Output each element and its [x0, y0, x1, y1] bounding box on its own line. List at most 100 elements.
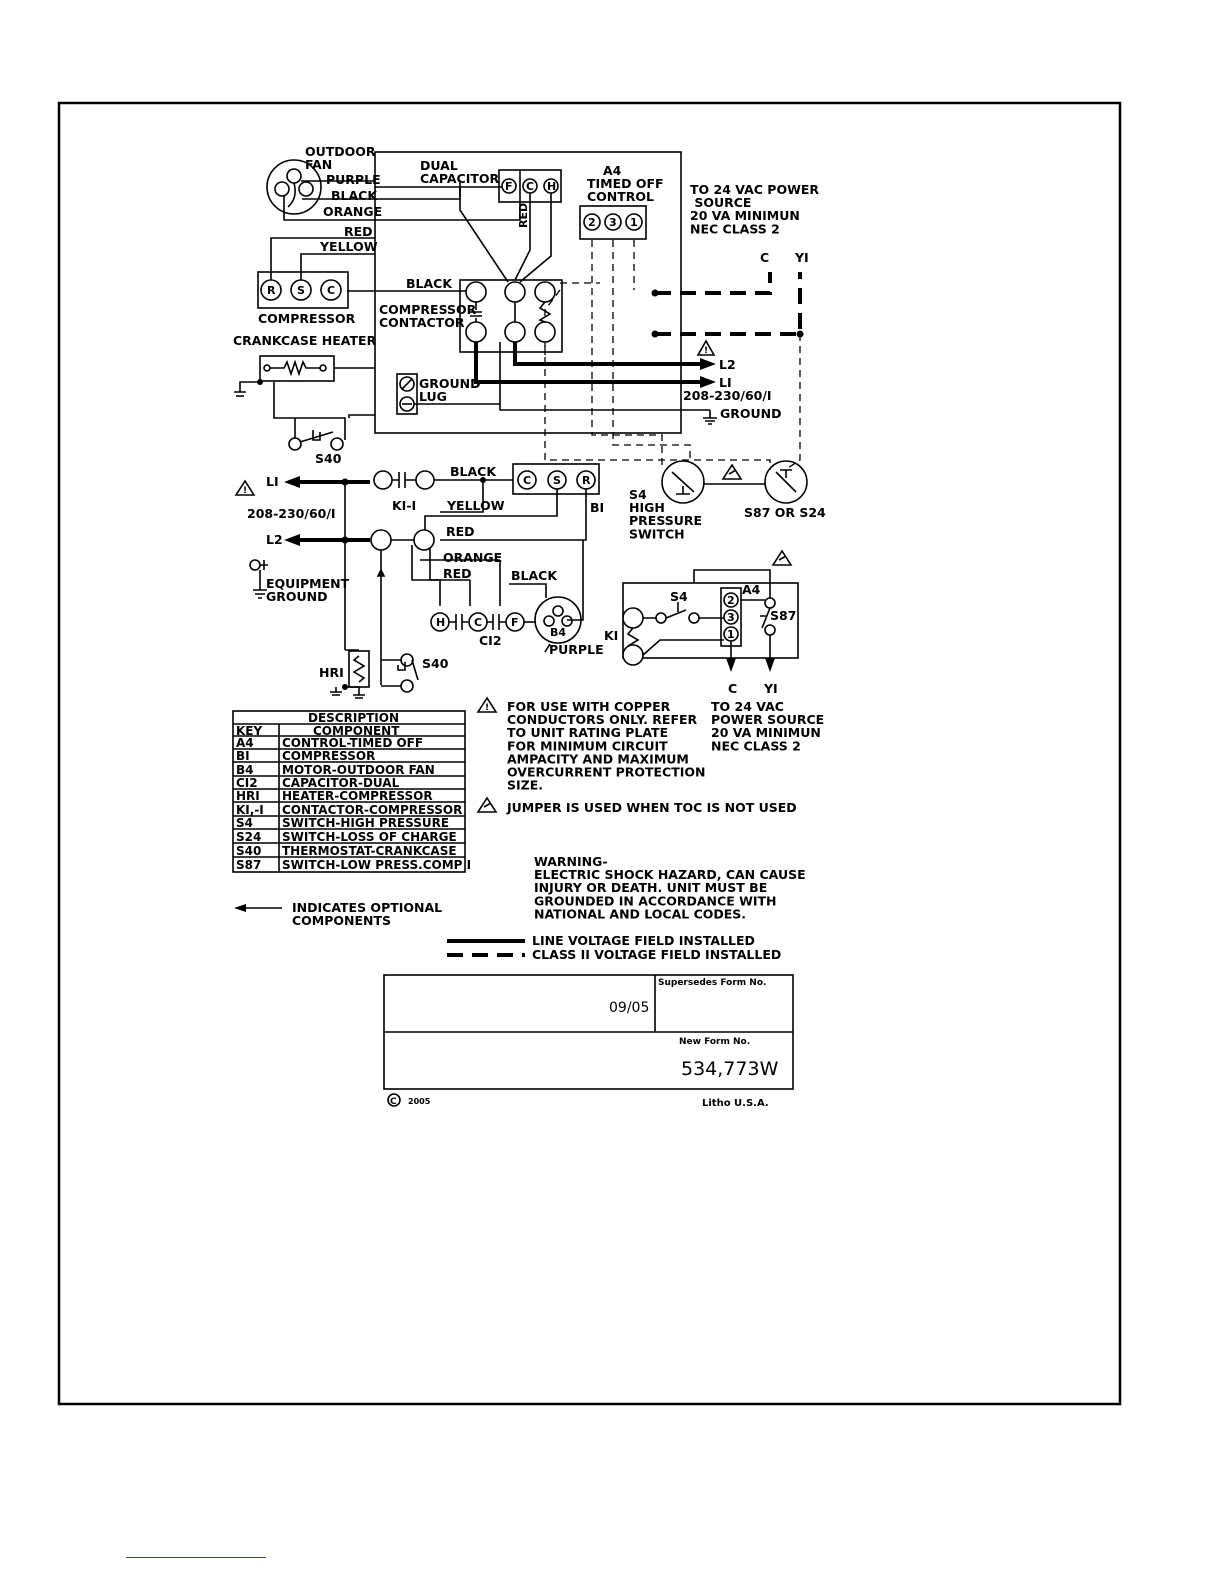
s87-bottom-label: S87	[770, 608, 796, 623]
c12-terminal-f: F	[511, 616, 519, 629]
k1-1-label: KI-I	[392, 498, 416, 513]
wire-red-vertical-label: RED	[517, 203, 530, 228]
b4-fan-motor	[534, 596, 582, 644]
class2-legend-label: CLASS II VOLTAGE FIELD INSTALLED	[532, 947, 781, 962]
new-form-label: New Form No.	[679, 1037, 750, 1047]
ground-lug-box	[396, 373, 418, 415]
purple-label: PURPLE	[549, 642, 604, 657]
s40-mid-label: S40	[422, 656, 449, 671]
class2-wire-c	[655, 272, 772, 295]
a4b-terminal-1: 1	[727, 628, 735, 641]
compressor-b1-box	[512, 463, 600, 495]
legend-component: THERMOSTAT-CRANKCASE	[282, 844, 457, 858]
a4-terminal-2: 2	[588, 216, 596, 229]
b1-terminal-s: S	[553, 474, 561, 487]
compressor-terminal-r: R	[267, 284, 276, 297]
compressor-label: COMPRESSOR	[258, 311, 356, 326]
compressor-box	[257, 271, 349, 309]
legend-component: SWITCH-LOW PRESS.COMP I	[282, 858, 471, 872]
compressor-contactor-box	[459, 279, 563, 353]
form-box	[383, 974, 794, 1090]
line-voltage-legend-label: LINE VOLTAGE FIELD INSTALLED	[532, 933, 755, 948]
form-date: 09/05	[609, 1000, 649, 1016]
a4-control-box	[579, 205, 647, 240]
note-jumper: JUMPER IS USED WHEN TOC IS NOT USED	[506, 800, 797, 815]
legend-key: S40	[236, 844, 261, 858]
equipment-ground-icon	[249, 559, 268, 599]
a4b-terminal-3: 3	[727, 611, 735, 624]
wire-orange-label: ORANGE	[323, 204, 382, 219]
legend-key: S24	[236, 830, 261, 844]
c12-terminal-h: H	[436, 616, 445, 629]
l1-mid-label: LI	[266, 474, 279, 489]
a4-terminal-1: 1	[630, 216, 638, 229]
s87-switch	[764, 460, 808, 504]
b1-label: BI	[590, 500, 604, 515]
legend-component: CONTACTOR-COMPRESSOR	[282, 803, 462, 817]
terminal-c-top: C	[760, 250, 769, 265]
class2-wire-y1	[655, 272, 802, 336]
warning-triangle-icon: !	[234, 479, 256, 496]
page-border	[57, 101, 1122, 1406]
cap-terminal-f: F	[505, 180, 513, 193]
wire-purple-label: PURPLE	[326, 172, 381, 187]
wire-black-comp-label: BLACK	[406, 276, 453, 291]
a4b-terminal-2: 2	[727, 594, 735, 607]
warning-text: WARNING-ELECTRIC SHOCK HAZARD, CAN CAUSE…	[534, 854, 806, 921]
wire-red-mid2-label: RED	[443, 566, 472, 581]
line-wire-l1	[474, 342, 700, 384]
l2-top-label: L2	[719, 357, 736, 372]
crankcase-heater-label: CRANKCASE HEATER	[233, 333, 377, 348]
legend-key: S4	[236, 816, 253, 830]
wire-black-label: BLACK	[331, 188, 378, 203]
c12-label: CI2	[479, 633, 502, 648]
a4-bottom-label: A4	[742, 582, 761, 597]
wire-black-mid-label: BLACK	[450, 464, 497, 479]
litho-label: Litho U.S.A.	[702, 1098, 769, 1109]
wire-red-mid-label: RED	[446, 524, 475, 539]
compressor-terminal-c: C	[327, 284, 335, 297]
line-wire-l2	[513, 342, 700, 366]
legend-title: DESCRIPTION	[308, 711, 399, 725]
supersedes-label: Supersedes Form No.	[658, 978, 766, 988]
b1-terminal-c: C	[523, 474, 531, 487]
b1-terminal-r: R	[582, 474, 591, 487]
legend-component: CAPACITOR-DUAL	[282, 776, 400, 790]
s87-or-s24-label: S87 OR S24	[744, 505, 826, 520]
legend-component: COMPRESSOR	[282, 749, 375, 763]
outdoor-fan-motor	[266, 159, 322, 215]
wire-orange-mid-label: ORANGE	[443, 550, 502, 565]
legend-key: B4	[236, 763, 254, 777]
legend-key: BI	[236, 749, 250, 763]
hr1-label: HRI	[319, 665, 344, 680]
k1-label: KI	[604, 628, 618, 643]
copyright-icon: C	[387, 1093, 401, 1107]
l1-top-label: LI	[719, 375, 732, 390]
svg-text:C: C	[390, 1097, 397, 1107]
cap-terminal-h: H	[547, 180, 556, 193]
s4-high-pressure-switch	[661, 460, 705, 504]
jumper-note-icon	[771, 549, 793, 566]
copyright-year: 2005	[408, 1097, 431, 1106]
svg-text:!: !	[704, 346, 708, 356]
s4-bottom-label: S4	[670, 589, 688, 604]
legend-table	[232, 710, 466, 873]
l2-mid-label: L2	[266, 532, 283, 547]
form-number: 534,773W	[681, 1058, 779, 1080]
legend-component: SWITCH-HIGH PRESSURE	[282, 816, 449, 830]
warning-triangle-icon: !	[696, 339, 716, 356]
legend-header-key: KEY	[236, 724, 262, 738]
svg-text:!: !	[485, 703, 489, 713]
jumper-note-icon	[476, 796, 498, 813]
svg-text:!: !	[243, 486, 247, 496]
